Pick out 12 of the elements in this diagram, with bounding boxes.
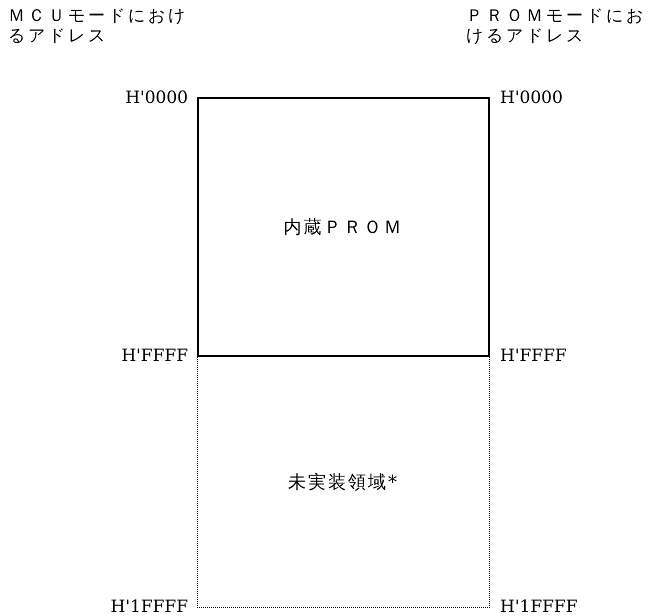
address-label: H'FFFF [500, 346, 567, 366]
region-label: 未実装領域* [288, 470, 399, 494]
address-label: H'0000 [500, 88, 563, 108]
address-label: H'FFFF [121, 346, 188, 366]
unimplemented-region-box [197, 356, 490, 608]
address-label: H'1FFFF [500, 597, 578, 616]
memory-region-box [197, 97, 490, 357]
address-label: H'1FFFF [110, 597, 188, 616]
column-heading: ＭＣＵモードにおけるアドレス [8, 6, 189, 46]
column-heading: ＰＲＯＭモードにおけるアドレス [466, 6, 647, 46]
region-label: 内蔵ＰＲＯＭ [284, 216, 404, 239]
address-label: H'0000 [125, 88, 188, 108]
